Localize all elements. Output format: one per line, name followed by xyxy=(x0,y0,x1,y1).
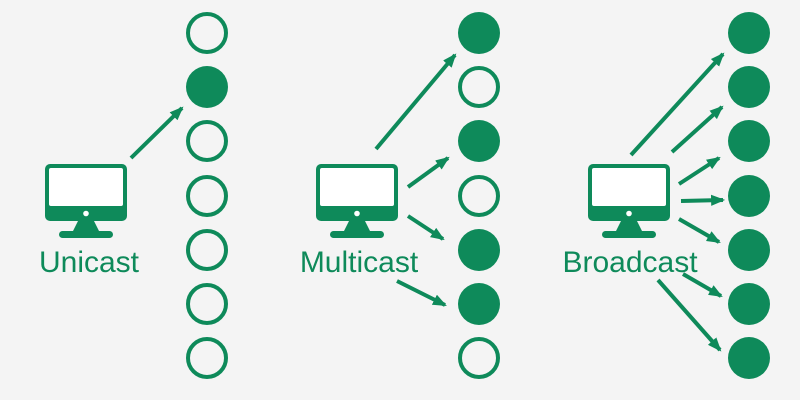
node-5-filled xyxy=(458,283,500,325)
panel-label-broadcast: Broadcast xyxy=(562,246,698,279)
node-4-hollow xyxy=(186,229,228,271)
arrow-to-node-2 xyxy=(677,156,721,186)
node-4-filled xyxy=(728,229,770,271)
node-0-filled xyxy=(728,12,770,54)
arrow-to-node-1 xyxy=(129,106,184,160)
node-5-hollow xyxy=(186,283,228,325)
panel-multicast: Multicast xyxy=(300,12,500,379)
node-4-filled xyxy=(458,229,500,271)
monitor-screen xyxy=(49,168,123,206)
monitor-stand xyxy=(73,221,99,231)
node-0-filled xyxy=(458,12,500,54)
monitor-screen xyxy=(320,168,394,206)
panel-broadcast: Broadcast xyxy=(562,12,770,379)
monitor-stand xyxy=(344,221,370,231)
arrow-to-node-5 xyxy=(681,272,723,298)
computer-icon xyxy=(316,164,398,238)
arrow-to-node-5 xyxy=(396,279,447,307)
arrow-to-node-2 xyxy=(406,156,450,189)
panel-label-unicast: Unicast xyxy=(39,246,140,279)
node-6-filled xyxy=(728,337,770,379)
arrow-to-node-0 xyxy=(629,52,725,157)
monitor-base xyxy=(330,231,384,238)
node-2-filled xyxy=(728,120,770,162)
monitor-screen xyxy=(592,168,666,206)
monitor-dot xyxy=(83,210,89,217)
arrow-to-node-3 xyxy=(680,194,726,206)
monitor-dot xyxy=(626,210,632,217)
node-1-hollow xyxy=(458,66,500,108)
computer-icon xyxy=(45,164,127,238)
arrow-to-node-6 xyxy=(656,278,722,352)
node-1-filled xyxy=(728,66,770,108)
arrow-to-node-0 xyxy=(374,53,457,151)
node-1-filled xyxy=(186,66,228,108)
monitor-base xyxy=(59,231,113,238)
monitor-base xyxy=(602,231,656,238)
node-3-hollow xyxy=(186,175,228,217)
node-2-filled xyxy=(458,120,500,162)
node-0-hollow xyxy=(186,12,228,54)
node-5-filled xyxy=(728,283,770,325)
node-2-hollow xyxy=(186,120,228,162)
arrow-to-node-4 xyxy=(678,217,721,244)
node-3-filled xyxy=(728,175,770,217)
node-6-hollow xyxy=(458,337,500,379)
computer-icon xyxy=(588,164,670,238)
monitor-stand xyxy=(616,221,642,231)
arrow-to-node-1 xyxy=(670,105,724,154)
panel-label-multicast: Multicast xyxy=(300,246,419,279)
arrow-to-node-4 xyxy=(406,214,445,241)
monitor-dot xyxy=(354,210,360,217)
node-3-hollow xyxy=(458,175,500,217)
node-6-hollow xyxy=(186,337,228,379)
panel-unicast: Unicast xyxy=(39,12,228,379)
